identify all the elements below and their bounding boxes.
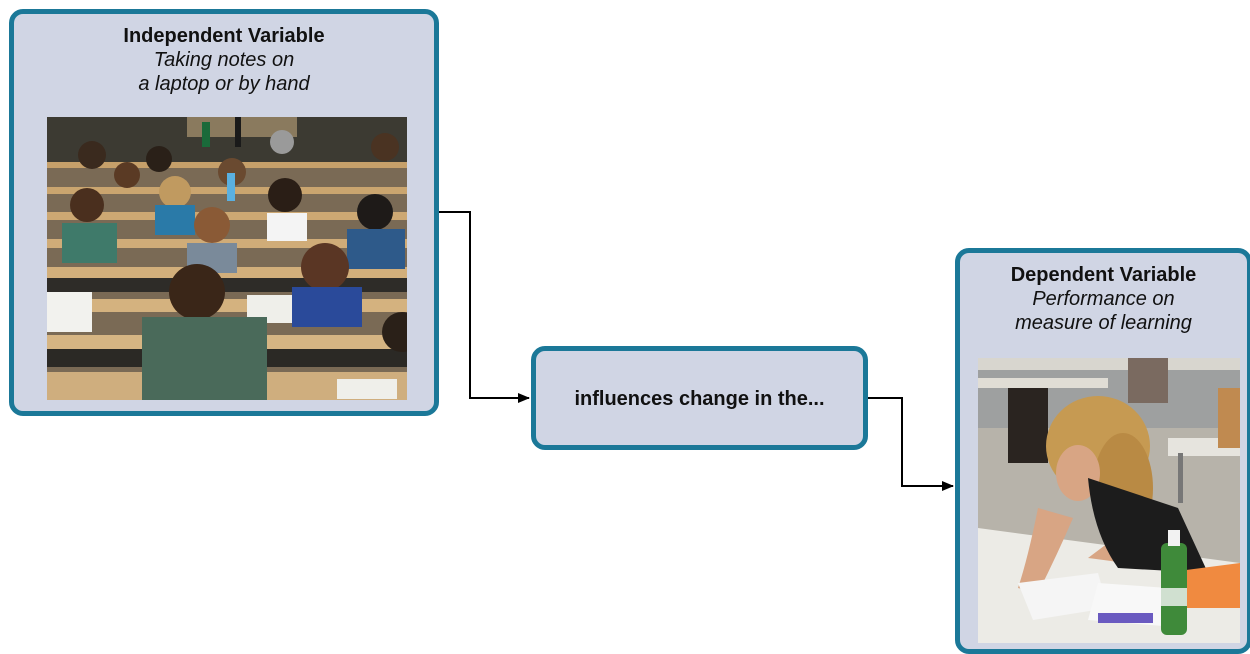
dependent-variable-line1: Performance on xyxy=(1032,288,1175,310)
lecture-hall-photo xyxy=(47,117,407,400)
independent-variable-title: Independent Variable xyxy=(123,25,325,47)
independent-variable-line2: a laptop or by hand xyxy=(138,73,310,95)
dependent-variable-title: Dependent Variable xyxy=(1010,264,1197,286)
dependent-variable-line2: measure of learning xyxy=(1015,312,1192,334)
influences-box: influences change in the... xyxy=(531,346,868,450)
arrow-middle-to-dv xyxy=(868,397,954,491)
independent-variable-line1: Taking notes on xyxy=(153,49,295,71)
independent-variable-box: Independent Variable Taking notes on a l… xyxy=(9,9,439,416)
influences-label: influences change in the... xyxy=(574,388,825,410)
exam-student-photo xyxy=(978,358,1240,643)
dependent-variable-box: Dependent Variable Performance on measur… xyxy=(955,248,1250,654)
arrow-iv-to-middle xyxy=(439,211,530,403)
